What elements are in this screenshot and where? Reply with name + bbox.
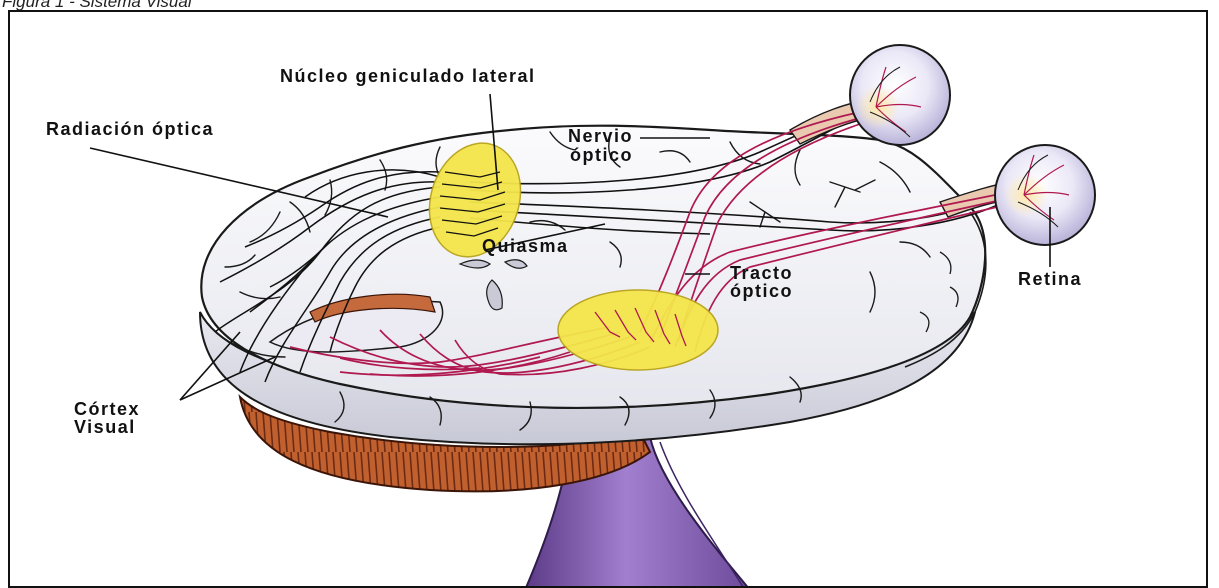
lgn-lower: [558, 290, 718, 370]
eyeball-upper: [850, 45, 950, 145]
visual-system-illustration: [10, 12, 1208, 588]
label-cortex-visual: Visual: [74, 418, 136, 436]
label-quiasma: Quiasma: [482, 237, 569, 255]
label-nervio-optico: óptico: [570, 146, 633, 164]
label-cortex: Córtex: [74, 400, 140, 418]
label-nervio: Nervio: [568, 127, 633, 145]
label-retina: Retina: [1018, 270, 1082, 288]
eyeball-lower: [995, 145, 1095, 245]
label-nucleo-geniculado-lateral: Núcleo geniculado lateral: [280, 67, 536, 85]
label-radiacion-optica: Radiación óptica: [46, 120, 214, 138]
label-tracto: Tracto: [730, 264, 793, 282]
figure-frame: Núcleo geniculado lateral Radiación ópti…: [8, 10, 1208, 588]
label-tracto-optico: óptico: [730, 282, 793, 300]
